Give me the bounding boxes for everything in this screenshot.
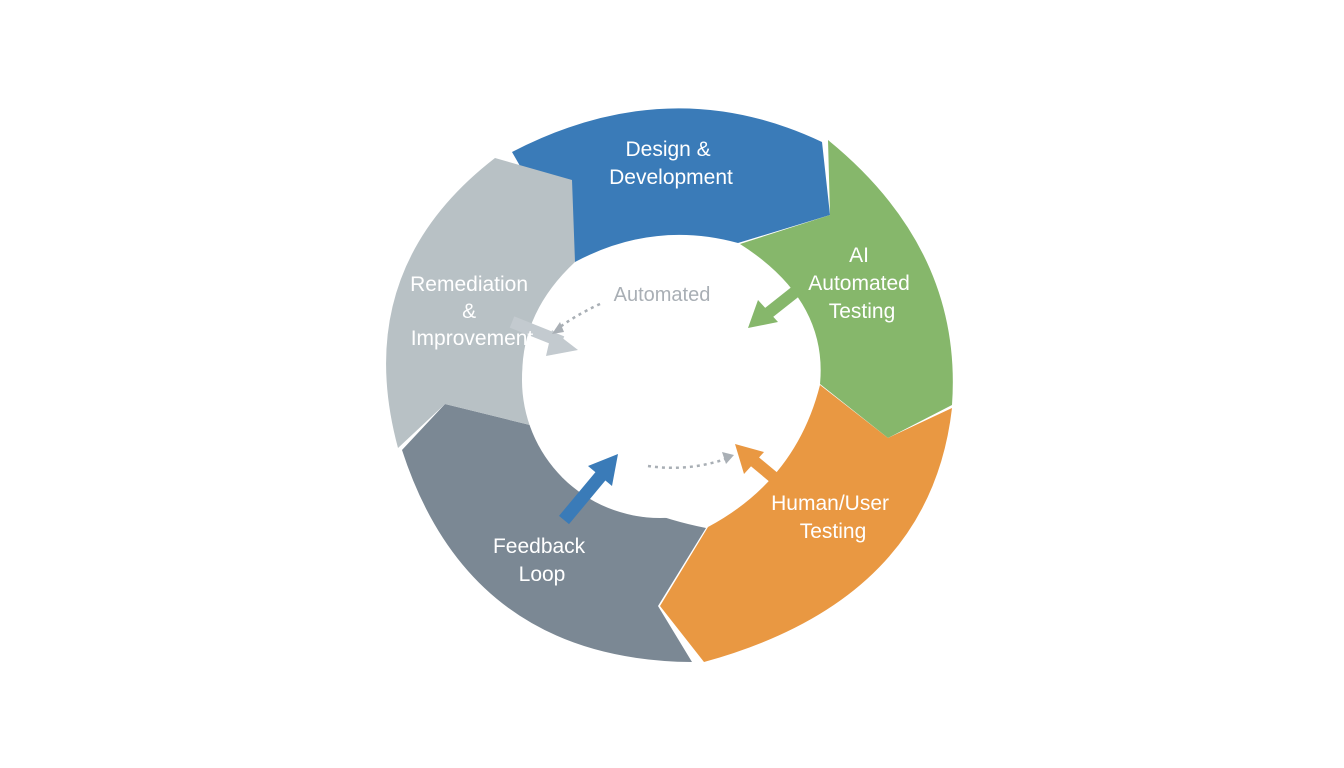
label-feedback-line-1: Feedback: [493, 535, 586, 558]
segment-human-user-testing: [660, 385, 952, 662]
center-label: Automated: [614, 284, 711, 306]
label-remediation-line-1: Remediation: [410, 273, 528, 296]
label-feedback-loop: Feedback Loop: [493, 535, 591, 586]
arrow-remediation-inward: [509, 316, 578, 356]
label-ai-line-1: AI: [849, 244, 869, 267]
label-ai-automated-testing: AI Automated Testing: [808, 244, 915, 323]
label-remediation-improvement: Remediation & Improvement: [410, 273, 534, 350]
dotted-arrow-left: [552, 302, 601, 334]
label-ai-line-3: Testing: [829, 300, 896, 323]
segment-ai-automated-testing: [740, 140, 953, 438]
segment-remediation-improvement: [386, 158, 575, 448]
label-remediation-line-3: Improvement: [411, 327, 534, 350]
segment-feedback-loop: [402, 404, 706, 662]
label-remediation-line-2: &: [462, 300, 476, 323]
label-human-line-1: Human/User: [771, 492, 889, 515]
label-design-development: Design & Development: [609, 138, 733, 189]
arrow-feedback-inward: [559, 454, 618, 525]
label-ai-line-2: Automated: [808, 272, 910, 295]
label-feedback-line-2: Loop: [519, 563, 566, 586]
label-design-line-1: Design &: [625, 138, 710, 161]
dotted-arrow-bottom: [647, 452, 734, 470]
label-design-line-2: Development: [609, 166, 733, 189]
label-human-line-2: Testing: [800, 520, 867, 543]
arrow-human-inward: [735, 444, 788, 491]
segment-design-development: [512, 108, 830, 262]
inner-hole: [522, 242, 798, 518]
label-human-user-testing: Human/User Testing: [771, 492, 895, 543]
arrow-ai-inward: [748, 283, 804, 328]
